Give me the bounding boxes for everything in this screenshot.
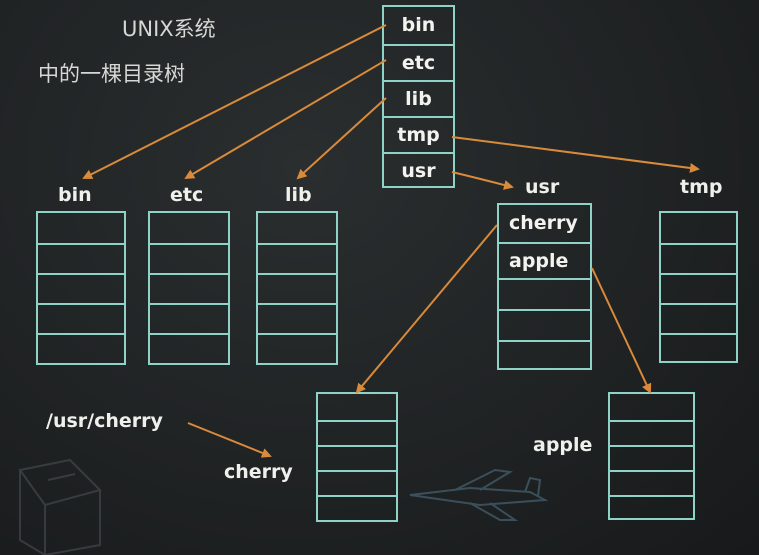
dir-slot <box>258 213 336 243</box>
dir-label-usr: usr <box>525 176 560 198</box>
dir-slot <box>499 309 590 340</box>
dir-table-tmp <box>659 211 738 363</box>
dir-label-lib: lib <box>285 184 312 206</box>
usr-entry-apple: apple <box>499 242 590 278</box>
root-entry-label: usr <box>401 160 436 182</box>
dir-slot <box>499 340 590 370</box>
dir-slot <box>38 243 124 273</box>
usr-entry-cherry: cherry <box>499 205 590 242</box>
file-block <box>610 495 693 520</box>
root-entry-lib: lib <box>384 80 453 116</box>
dir-slot <box>499 278 590 309</box>
file-block <box>318 394 396 420</box>
root-entry-label: etc <box>401 52 436 74</box>
arrow-apple <box>591 267 652 394</box>
dir-slot <box>150 213 228 243</box>
dir-slot <box>150 333 228 363</box>
file-block <box>610 420 693 445</box>
dir-slot <box>150 303 228 333</box>
dir-table-lib <box>256 211 338 365</box>
dir-slot <box>661 243 736 273</box>
arrow-usr <box>451 171 514 190</box>
dir-table-bin <box>36 211 126 365</box>
arrow-bin <box>82 24 387 179</box>
dir-slot <box>150 273 228 303</box>
file-table-cherry <box>316 392 398 522</box>
dir-slot <box>38 333 124 363</box>
dir-label-tmp: tmp <box>680 176 723 198</box>
arrow-etc <box>184 59 387 180</box>
dir-label-etc: etc <box>170 184 204 206</box>
root-entry-bin: bin <box>384 7 453 44</box>
file-block <box>318 445 396 470</box>
dir-slot <box>258 243 336 273</box>
arrow-path-to-cherry <box>187 422 272 458</box>
dir-slot <box>661 273 736 303</box>
title-line-1: UNIX系统 <box>122 17 216 41</box>
file-block <box>318 420 396 445</box>
dir-slot <box>661 213 736 243</box>
dir-label-bin: bin <box>58 184 92 206</box>
dir-slot <box>258 333 336 363</box>
arrow-cherry <box>355 224 498 394</box>
dir-slot <box>258 273 336 303</box>
usr-entry-label: apple <box>509 250 569 272</box>
file-label-cherry: cherry <box>224 461 293 483</box>
dir-table-usr: cherry apple <box>497 203 592 370</box>
file-table-apple <box>608 392 695 520</box>
root-entry-usr: usr <box>384 152 453 188</box>
file-block <box>610 394 693 420</box>
dir-slot <box>38 273 124 303</box>
airplane-doodle <box>409 468 549 521</box>
root-directory: bin etc lib tmp usr <box>382 5 455 188</box>
path-label: /usr/cherry <box>46 410 163 432</box>
file-label-apple: apple <box>533 434 593 456</box>
file-block <box>610 470 693 495</box>
dir-slot <box>38 303 124 333</box>
file-block <box>318 495 396 520</box>
dir-slot <box>258 303 336 333</box>
title-line-2: 中的一棵目录树 <box>38 62 185 86</box>
root-entry-label: lib <box>405 88 432 110</box>
root-entry-label: bin <box>401 14 436 36</box>
arrow-lib <box>296 97 387 180</box>
dir-slot <box>661 303 736 333</box>
file-block <box>318 470 396 495</box>
root-entry-label: tmp <box>397 124 440 146</box>
usr-entry-label: cherry <box>509 212 578 234</box>
dir-slot <box>661 333 736 363</box>
arrow-tmp <box>451 136 700 173</box>
dir-table-etc <box>148 211 230 365</box>
dir-slot <box>150 243 228 273</box>
dir-slot <box>38 213 124 243</box>
file-block <box>610 445 693 470</box>
root-entry-tmp: tmp <box>384 116 453 152</box>
root-entry-etc: etc <box>384 44 453 80</box>
